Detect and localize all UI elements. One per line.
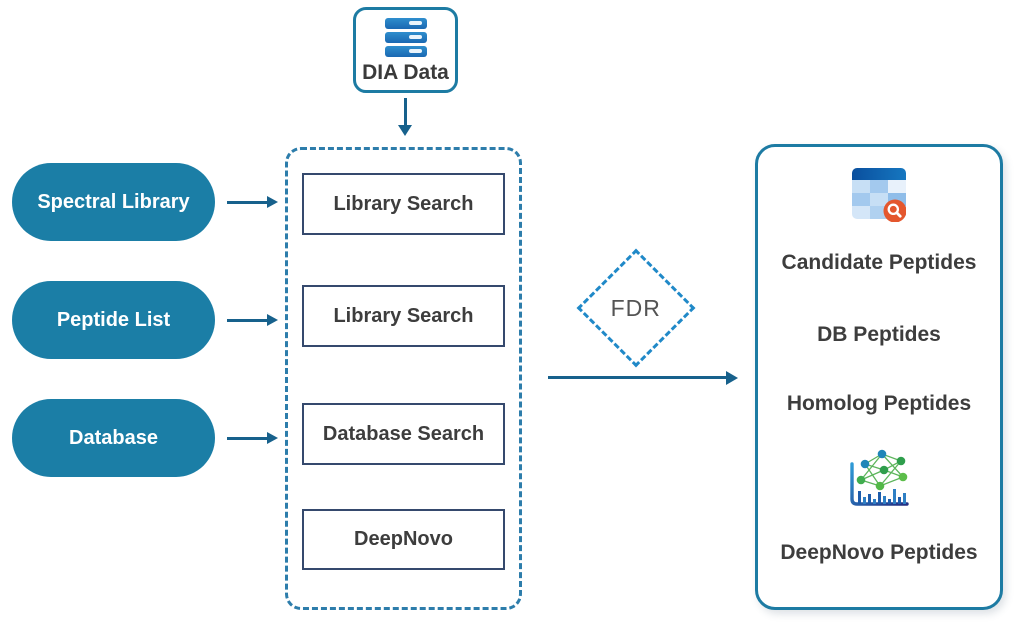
search-module-library-search-2: Library Search bbox=[302, 285, 505, 347]
dia-data-label: DIA Data bbox=[362, 60, 449, 84]
arrow-head bbox=[726, 370, 738, 385]
input-node-database: Database bbox=[12, 399, 215, 477]
output-label-candidate-peptides: Candidate Peptides bbox=[781, 251, 977, 274]
search-modules-container: Library Search Library Search Database S… bbox=[285, 147, 522, 610]
arrow-head bbox=[398, 125, 412, 136]
arrow-head bbox=[267, 313, 278, 326]
arrow-shaft bbox=[227, 436, 267, 440]
database-bar bbox=[384, 45, 427, 57]
input-label: Database bbox=[69, 426, 158, 449]
database-bar bbox=[384, 17, 427, 29]
input-label: Spectral Library bbox=[37, 190, 190, 213]
input-label: Peptide List bbox=[56, 308, 171, 331]
search-module-label: DeepNovo bbox=[354, 528, 453, 550]
output-label-deepnovo-peptides: DeepNovo Peptides bbox=[780, 541, 978, 564]
search-module-library-search-1: Library Search bbox=[302, 173, 505, 235]
fdr-label: FDR bbox=[610, 294, 662, 321]
search-module-database-search: Database Search bbox=[302, 403, 505, 465]
database-bar bbox=[384, 31, 427, 43]
output-label-homolog-peptides: Homolog Peptides bbox=[786, 392, 972, 415]
database-bar-dash bbox=[408, 35, 422, 39]
search-module-deepnovo: DeepNovo bbox=[302, 509, 505, 570]
output-label-db-peptides: DB Peptides bbox=[817, 323, 941, 346]
arrow-head bbox=[267, 195, 278, 208]
arrow-head bbox=[267, 431, 278, 444]
dia-data-node: DIA Data bbox=[353, 7, 458, 93]
arrow-shaft bbox=[227, 318, 267, 322]
arrow-shaft bbox=[548, 375, 726, 379]
database-stack-icon bbox=[384, 17, 427, 57]
search-module-label: Database Search bbox=[322, 422, 485, 445]
input-node-spectral-library: Spectral Library bbox=[12, 163, 215, 241]
arrow-shaft bbox=[404, 98, 407, 126]
search-module-label: Library Search bbox=[333, 192, 474, 215]
table-search-icon bbox=[852, 168, 906, 222]
spectrum-network-icon bbox=[850, 449, 909, 506]
arrow-shaft bbox=[227, 200, 267, 204]
input-node-peptide-list: Peptide List bbox=[12, 281, 215, 359]
search-module-label: Library Search bbox=[333, 304, 474, 327]
database-bar-dash bbox=[408, 21, 422, 25]
results-container: Candidate Peptides DB Peptides Homolog P… bbox=[755, 144, 1003, 610]
fdr-filter-node: FDR bbox=[576, 248, 696, 368]
database-bar-dash bbox=[408, 49, 422, 53]
